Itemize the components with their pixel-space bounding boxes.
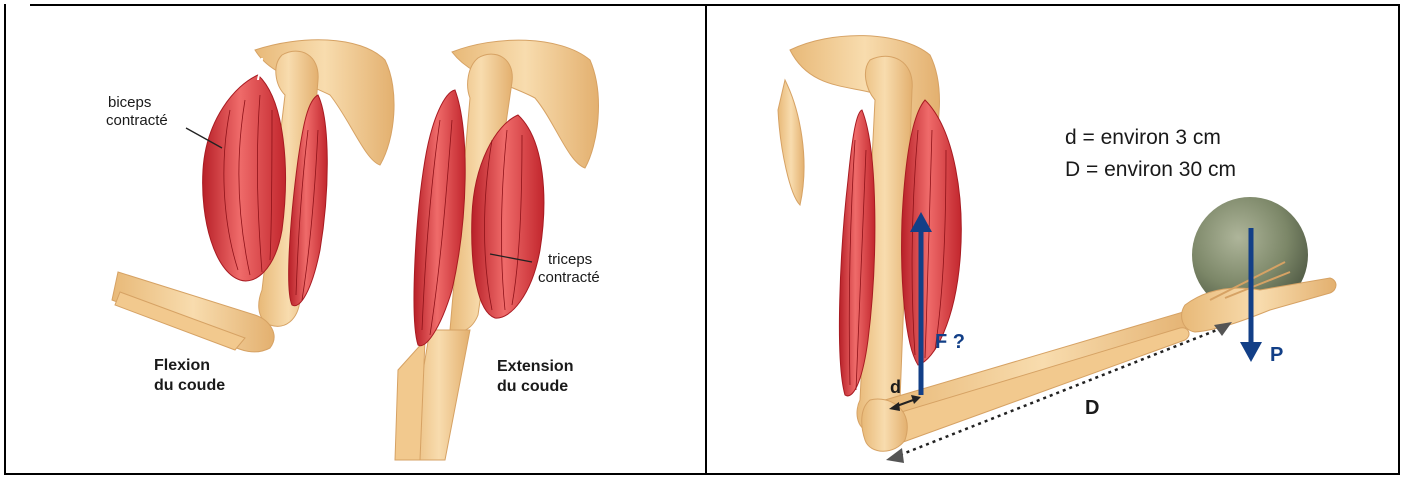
triceps-label-line1: triceps — [548, 251, 592, 268]
forearm-right-2 — [395, 340, 425, 460]
scapula-lower — [778, 80, 804, 205]
big-D-label: D — [1085, 397, 1099, 419]
force-label: F ? — [935, 331, 965, 353]
flexion-label-line1: Flexion — [154, 357, 210, 374]
extension-label-line2: du coude — [497, 378, 568, 395]
biceps-label-line1: biceps — [108, 94, 151, 111]
weight-label: P — [1270, 344, 1283, 366]
flexion-label-line2: du coude — [154, 377, 225, 394]
right-panel: d = environ 3 cm D = environ 30 cm F ? P… — [778, 36, 1336, 463]
D-value-text: D = environ 30 cm — [1065, 158, 1236, 181]
biceps-label-line2: contracté — [106, 112, 168, 129]
extension-label-line1: Extension — [497, 358, 573, 375]
small-d-label: d — [890, 377, 901, 397]
triceps-label-line2: contracté — [538, 269, 600, 286]
d-value-text: d = environ 3 cm — [1065, 126, 1221, 149]
left-panel: biceps contracté triceps contracté Flexi… — [106, 40, 600, 460]
flexed-arm-illustration — [112, 40, 394, 352]
